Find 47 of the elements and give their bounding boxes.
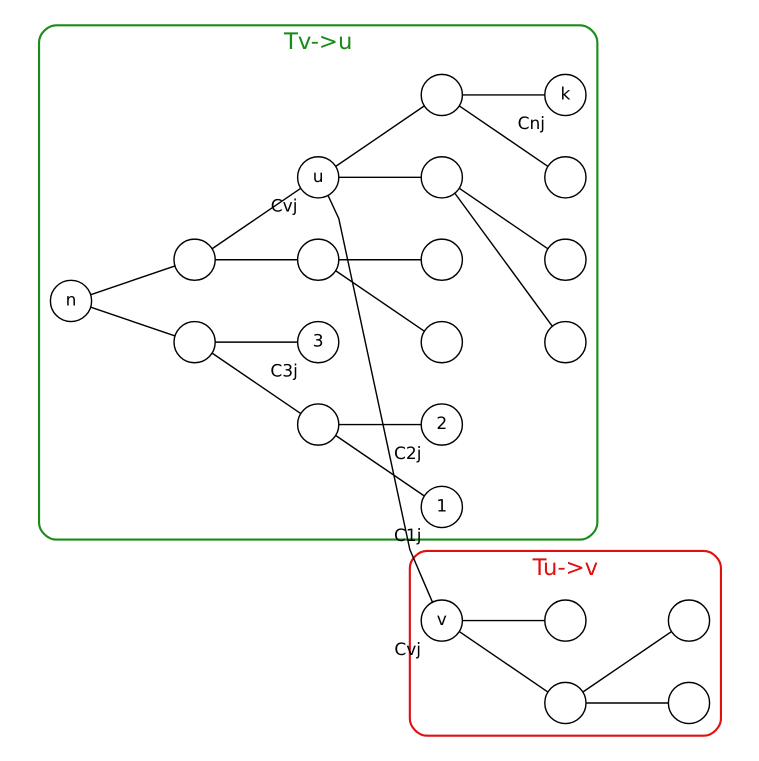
node-circle [420,156,463,199]
connector [335,435,424,496]
node-circle [544,238,586,282]
node-label: C3j [270,361,298,382]
node-label: Cnj [517,114,545,134]
node-circle: v [420,599,463,642]
connector [586,702,668,704]
node-circle: k [544,74,586,116]
connector [462,94,544,96]
node-circle [667,682,710,724]
connector [462,620,544,622]
connector [326,195,432,602]
node-circle: 3 [296,320,339,364]
connector [458,105,548,167]
connector [338,424,421,426]
connector [338,176,421,178]
node-circle: 1 [420,486,463,528]
connector [458,188,548,250]
node-circle [296,238,339,282]
node-circle: n [49,280,92,322]
connector [211,188,300,250]
connector [90,265,174,296]
node-circle [544,599,586,642]
connector [335,270,424,332]
connector [454,193,552,326]
node-circle [667,599,710,642]
node-circle [544,320,586,364]
node-circle: 2 [420,403,463,446]
node-circle [296,403,339,446]
connector [211,352,300,414]
node-circle [172,238,216,282]
node-circle [420,320,463,364]
connector [335,106,424,167]
connector [338,259,421,260]
node-circle: u [296,156,339,199]
node-circle [420,74,463,116]
connector [214,259,297,260]
connector [582,631,672,692]
node-label: Cvj [270,196,297,217]
connector [458,631,548,692]
node-circle [544,156,586,199]
connector [214,341,297,343]
connector [90,306,174,336]
node-circle [420,238,463,282]
node-label: C2j [393,444,421,464]
node-circle [172,320,216,364]
node-circle [544,682,586,724]
